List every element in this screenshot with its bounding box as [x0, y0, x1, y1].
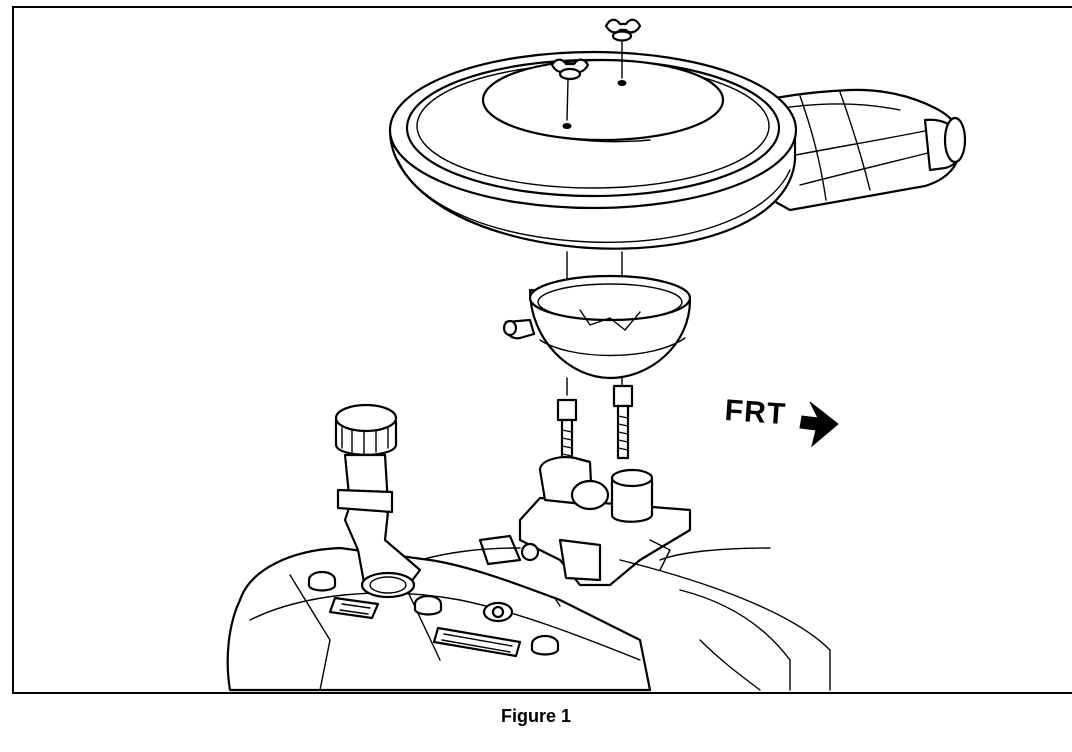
valve-cover-bolt-2 — [413, 594, 443, 616]
valve-cover-plate-right — [432, 626, 522, 658]
valve-cover-bolt-3 — [530, 634, 560, 656]
valve-cover-bolt-1 — [307, 570, 337, 592]
engine-block — [226, 546, 831, 692]
arrow-right-icon — [799, 401, 839, 448]
front-direction-label: FRT — [723, 394, 788, 432]
figure-frame — [12, 6, 1072, 694]
oil-filler-cap — [334, 403, 398, 456]
carburetor-adapter-ring — [502, 274, 692, 380]
oil-filler-tube — [336, 453, 422, 599]
carburetor — [478, 456, 771, 587]
wing-nut-front — [550, 58, 590, 121]
air-cleaner-housing — [388, 50, 798, 250]
valve-cover-plate-left — [328, 596, 380, 620]
valve-cover-bolt-4 — [482, 601, 514, 623]
figure-caption: Figure 1 — [500, 706, 571, 726]
air-cleaner-assembly — [388, 18, 967, 250]
wing-nut-rear — [604, 18, 642, 79]
stud-right — [612, 384, 634, 460]
